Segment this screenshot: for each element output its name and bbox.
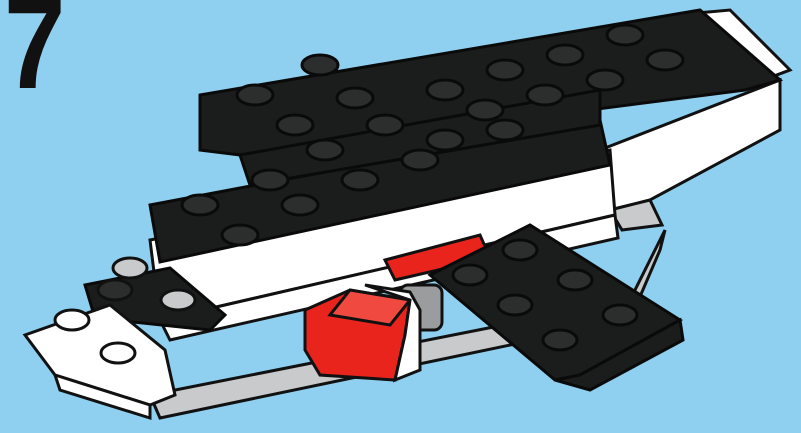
lego-airplane-illustration — [0, 0, 801, 433]
instruction-canvas: 7 — [0, 0, 801, 433]
